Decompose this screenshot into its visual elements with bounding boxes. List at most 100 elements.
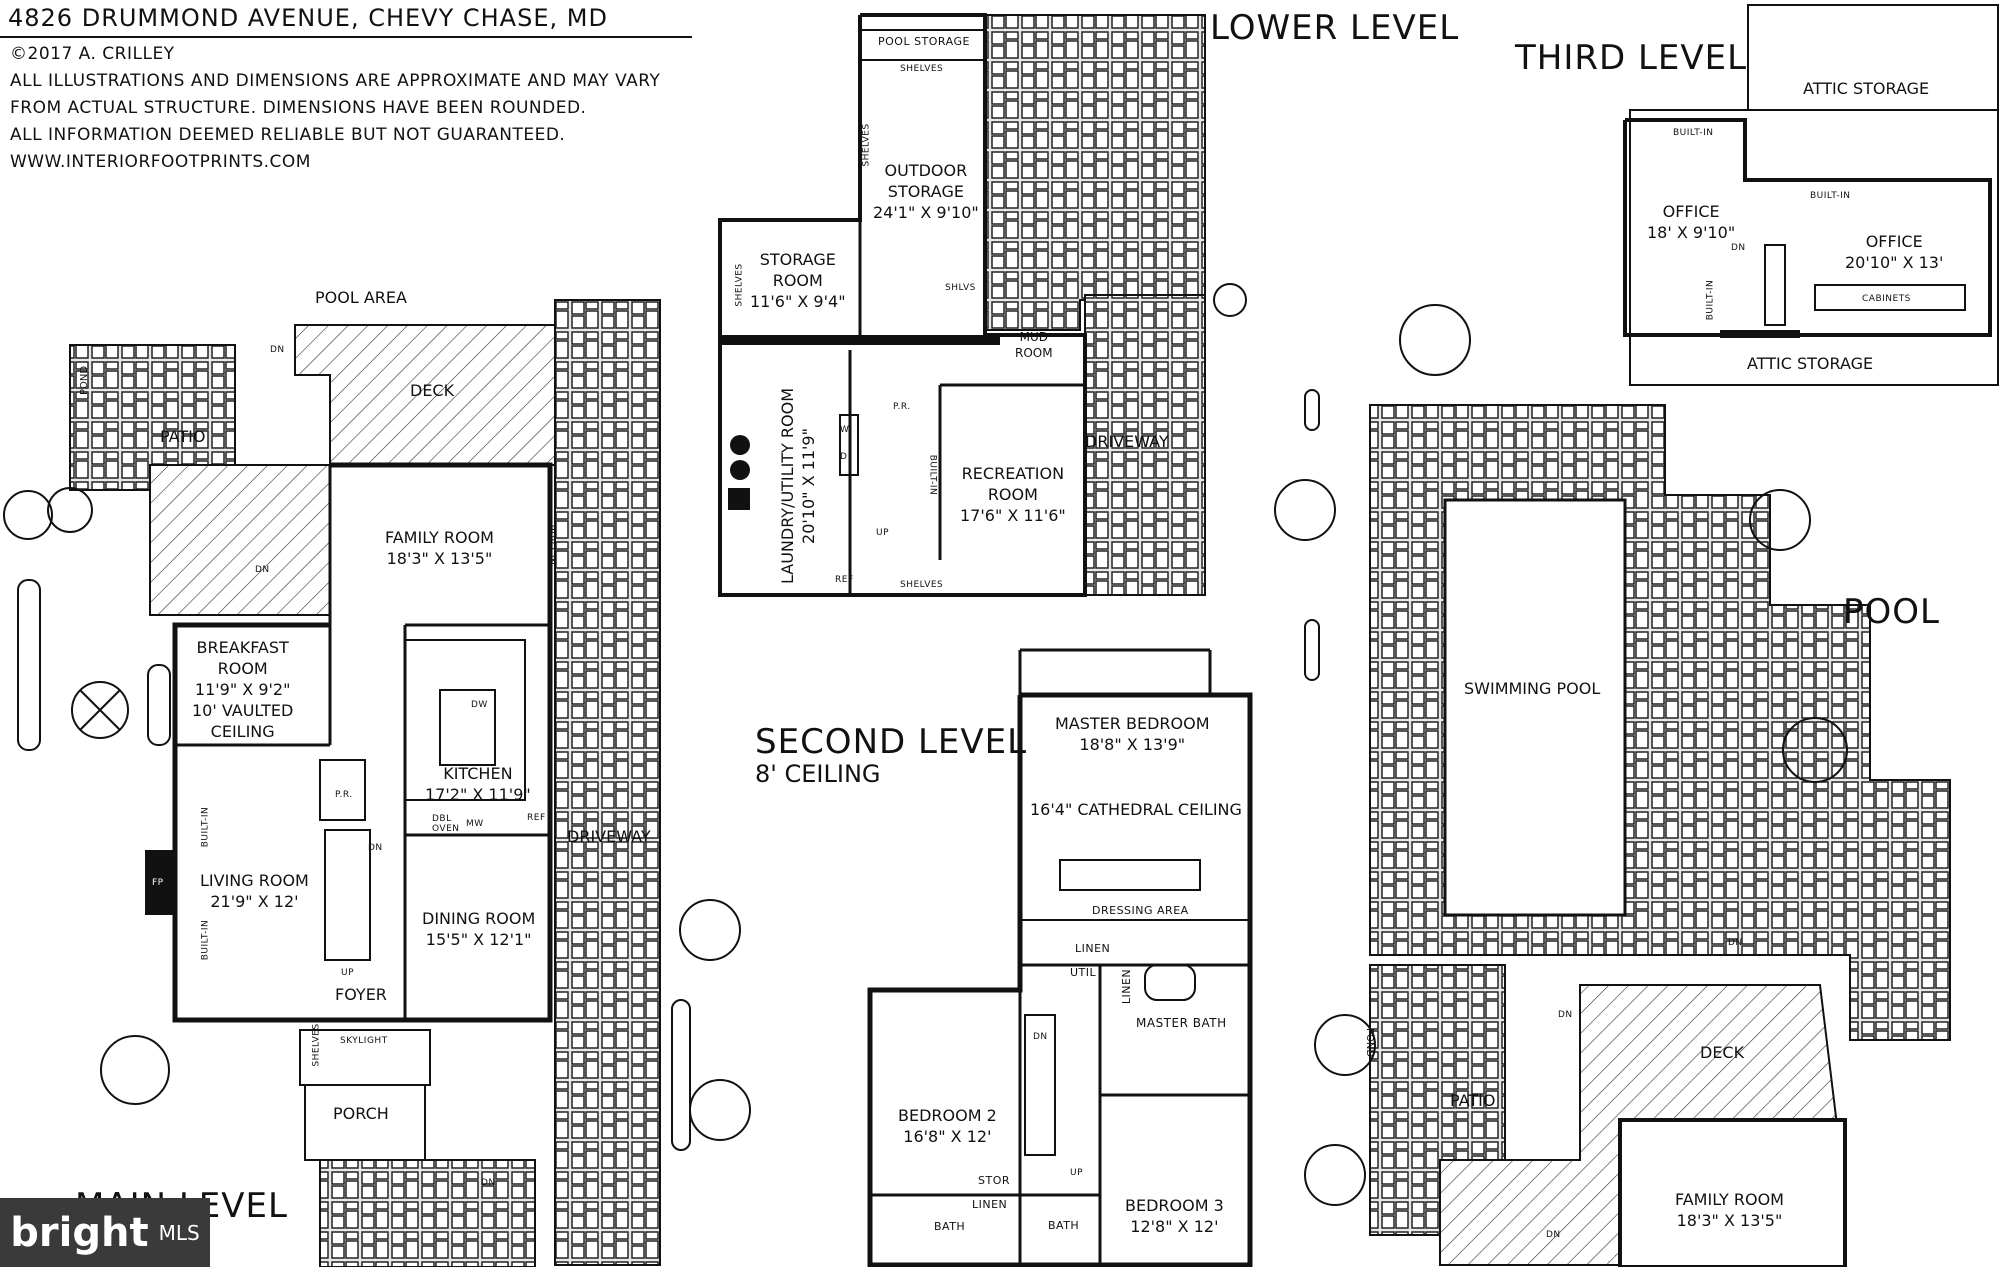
main-driveway-label: DRIVEWAY <box>567 827 651 846</box>
lower-driveway-label: DRIVEWAY <box>1085 432 1169 451</box>
basement-stairs-dn: DN <box>368 843 383 853</box>
pool-storage-label: POOL STORAGE <box>878 35 970 48</box>
bright-mls-watermark: bright MLS <box>0 1198 210 1267</box>
built-in-label: BUILT-IN <box>200 806 211 848</box>
cathedral-ceiling-label: 16'4" CATHEDRAL CEILING <box>1030 800 1242 819</box>
tree-icon <box>1304 1144 1366 1206</box>
breakfast-room-label: BREAKFAST ROOM 11'9" X 9'2" 10' VAULTED … <box>192 638 294 741</box>
dining-room-label: DINING ROOM 15'5" X 12'1" <box>422 909 536 949</box>
built-in-label: BUILT-IN <box>545 524 556 566</box>
disclaimer-line-1: ALL ILLUSTRATIONS AND DIMENSIONS ARE APP… <box>10 71 661 91</box>
tree-icon <box>1782 717 1848 783</box>
copyright-text: ©2017 A. CRILLEY <box>10 44 175 64</box>
patio-stairs-dn: DN <box>255 565 270 575</box>
patio-label: PATIO <box>160 427 206 446</box>
third-level-plan <box>1623 4 1999 386</box>
cabinets-label: CABINETS <box>1862 294 1911 304</box>
third-stairs-dn: DN <box>1731 243 1746 253</box>
linen-label: LINEN <box>1075 942 1111 955</box>
front-walk <box>319 1159 536 1267</box>
storage-room-label: STORAGE ROOM 11'6" X 9'4" <box>750 250 846 311</box>
tree-icon <box>679 899 741 961</box>
pool-family-room-label: FAMILY ROOM 18'3" X 13'5" <box>1675 1190 1784 1230</box>
lower-shelves-label: SHELVES <box>900 64 944 74</box>
lower-powder-room-label: P.R. <box>893 402 911 412</box>
mud-room-label: MUD ROOM <box>1015 330 1053 360</box>
shelves-short-label: SHLVS <box>945 283 976 293</box>
second-level-plan <box>867 648 1253 1267</box>
lower-refrigerator-label: REF <box>835 575 854 585</box>
double-oven-label: DBL OVEN <box>432 814 460 834</box>
mls-logo-text: MLS <box>158 1220 200 1245</box>
foyer-label: FOYER <box>335 985 387 1004</box>
property-address-title: 4826 DRUMMOND AVENUE, CHEVY CHASE, MD <box>8 4 608 32</box>
lower-stairs-up: UP <box>876 528 890 538</box>
tree-icon <box>1314 1014 1376 1076</box>
disclaimer-line-2: FROM ACTUAL STRUCTURE. DIMENSIONS HAVE B… <box>10 98 587 118</box>
porch-label: PORCH <box>333 1104 389 1123</box>
pool-pond-label: POND <box>1364 1027 1376 1058</box>
pool-family-room-outline <box>1618 1118 1847 1267</box>
pool-area-plan <box>1274 304 1951 1267</box>
main-level-plan <box>3 299 751 1267</box>
pool-stairs-dn: DN <box>1728 938 1743 948</box>
lower-shelves-label: SHELVES <box>900 580 944 590</box>
bedroom-2-label: BEDROOM 2 16'8" X 12' <box>898 1106 997 1146</box>
disclaimer-line-3: ALL INFORMATION DEEMED RELIABLE BUT NOT … <box>10 125 566 145</box>
main-stairs-up: UP <box>341 968 355 978</box>
refrigerator-label: REF <box>527 813 546 823</box>
tree-icon <box>689 1079 751 1141</box>
dressing-area-label: DRESSING AREA <box>1092 904 1189 917</box>
skylight-label: SKYLIGHT <box>340 1036 388 1046</box>
main-powder-room-label: P.R. <box>335 790 353 800</box>
pool-stairs-dn: DN <box>1558 1010 1573 1020</box>
dryer-label: D <box>840 452 848 462</box>
kitchen-label: KITCHEN 17'2" X 11'9" <box>425 764 531 804</box>
pool-patio-label: PATIO <box>1450 1091 1496 1110</box>
tree-icon <box>1274 479 1336 541</box>
third-built-in-label: BUILT-IN <box>1810 191 1851 201</box>
util-label: UTIL <box>1070 966 1097 979</box>
pool-area-label: POOL AREA <box>315 288 407 307</box>
second-level-title: SECOND LEVEL <box>755 722 1028 762</box>
bath-label: BATH <box>934 1220 966 1233</box>
second-stairs-up: UP <box>1070 1168 1084 1178</box>
second-house-walls <box>867 692 1253 1267</box>
master-bath-label: MASTER BATH <box>1136 1016 1227 1030</box>
lower-shelves-label: SHELVES <box>861 123 872 167</box>
built-in-label: BUILT-IN <box>200 919 211 961</box>
third-level-title: THIRD LEVEL <box>1515 38 1748 78</box>
deck-label: DECK <box>410 381 455 400</box>
pool-title: POOL <box>1843 592 1940 632</box>
header-rule <box>0 36 692 38</box>
foyer-shelves-label: SHELVES <box>311 1023 322 1067</box>
swimming-pool-label: SWIMMING POOL <box>1464 679 1601 698</box>
fireplace-label: FP <box>152 878 164 888</box>
main-house-walls <box>172 462 553 1023</box>
tree-icon <box>1749 489 1811 551</box>
washer-label: W <box>840 425 850 435</box>
website-link[interactable]: WWW.INTERIORFOOTPRINTS.COM <box>10 152 311 172</box>
laundry-room-label: LAUNDRY/UTILITY ROOM 20'10" X 11'9" <box>778 387 819 585</box>
third-office-right-label: OFFICE 20'10" X 13' <box>1845 232 1944 272</box>
tree-icon <box>100 1035 170 1105</box>
linen-label: LINEN <box>1120 968 1134 1005</box>
lower-level-plan <box>718 13 1247 597</box>
tree-icon <box>47 487 93 533</box>
second-stairs-dn: DN <box>1033 1032 1048 1042</box>
linen-label: LINEN <box>972 1198 1008 1211</box>
living-room-label: LIVING ROOM 21'9" X 12' <box>200 871 309 911</box>
tree-icon <box>1213 283 1247 317</box>
third-house-walls <box>1623 118 1992 337</box>
attic-storage-top-label: ATTIC STORAGE <box>1803 79 1930 98</box>
storage-closet-label: STOR <box>978 1174 1011 1187</box>
third-office-left-label: OFFICE 18' X 9'10" <box>1647 202 1736 242</box>
lower-level-title: LOWER LEVEL <box>1210 8 1460 48</box>
lower-house-walls <box>718 13 1087 597</box>
bright-logo-text: bright <box>10 1209 149 1256</box>
bedroom-3-label: BEDROOM 3 12'8" X 12' <box>1125 1196 1224 1236</box>
dishwasher-label: DW <box>471 700 488 710</box>
third-built-in-label: BUILT-IN <box>1705 279 1716 321</box>
swimming-pool-outline <box>1443 498 1627 917</box>
microwave-label: MW <box>466 819 484 829</box>
